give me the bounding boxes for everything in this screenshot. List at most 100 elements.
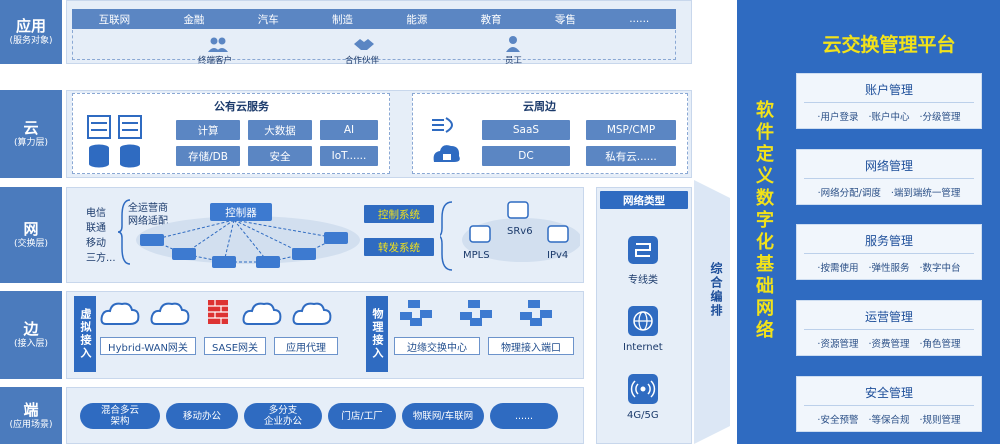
cloud-edge-box: MSP/CMP	[586, 120, 676, 140]
layer-subtitle: (接入层)	[13, 339, 49, 349]
layer-label-edge: 边 (接入层)	[0, 291, 62, 379]
sdn-vertical-label: 软件定义数字化基础网络	[753, 100, 774, 342]
user-type-label: 员工	[505, 56, 523, 66]
layer-title: 应用	[15, 17, 46, 35]
carrier-label: 三方...	[86, 253, 116, 264]
edge-panel	[66, 291, 584, 379]
protocol-label: IPv4	[547, 250, 569, 261]
card-title: 安全管理	[864, 386, 913, 400]
industry-item: 零售	[554, 13, 576, 26]
protocol-label: MPLS	[463, 250, 490, 261]
scene-pill: 物联网/车联网	[402, 403, 484, 429]
cloud-edge-box: DC	[482, 146, 570, 166]
industry-bar: 互联网 金融 汽车 制造 能源 教育 零售 ......	[72, 9, 676, 29]
adapt-label: 网络适配	[128, 216, 168, 227]
cloud-edge-box: 私有云......	[586, 146, 676, 166]
scene-pill: ......	[490, 403, 558, 429]
scene-pill: 混合多云 架构	[80, 403, 160, 429]
industry-item: 制造	[332, 13, 354, 26]
cloud-edge-title: 云周边	[523, 100, 556, 113]
card-item: ·角色管理	[919, 339, 961, 350]
industry-item: 金融	[183, 13, 205, 26]
protocol-diagram	[440, 201, 580, 271]
card-item: ·安全预警	[817, 415, 859, 426]
scene-pill: 门店/工厂	[328, 403, 396, 429]
industry-item: ......	[629, 13, 650, 25]
card-title: 账户管理	[864, 83, 913, 97]
internet-icon	[628, 306, 658, 336]
layer-label-cloud: 云 (算力层)	[0, 90, 62, 178]
cloud-lock-icon	[432, 117, 460, 162]
physical-access-box: 边缘交换中心	[394, 337, 480, 355]
scene-pill: 多分支 企业办公	[244, 403, 322, 429]
layer-title: 端	[23, 400, 39, 419]
network-type-label: 专线类	[628, 275, 658, 286]
virtual-access-label: 虚拟接入	[74, 296, 96, 372]
protocol-label: SRv6	[507, 226, 533, 237]
physical-access-label: 物理接入	[366, 296, 388, 372]
network-management-card: 网络管理 ·网络分配/调度 ·端到端统一管理	[796, 149, 982, 205]
layer-title: 边	[23, 320, 39, 338]
card-item: ·网络分配/调度	[817, 188, 881, 199]
layer-title: 云	[23, 119, 39, 137]
card-item: ·规则管理	[919, 415, 961, 426]
card-item: ·按需使用	[817, 263, 859, 274]
cloud-service-box: IoT......	[320, 146, 378, 166]
adapt-label: 全运营商	[128, 203, 168, 214]
forward-system-box: 转发系统	[364, 238, 434, 256]
layer-label-end: 端 (应用场景)	[0, 387, 62, 444]
card-title: 运营管理	[864, 310, 913, 324]
scene-pill: 移动办公	[166, 403, 238, 429]
handshake-icon	[354, 39, 374, 50]
user-type-label: 终端客户	[198, 56, 233, 66]
card-item: ·资费管理	[868, 339, 910, 350]
platform-title: 云交换管理平台	[822, 34, 956, 56]
layer-subtitle: (应用场景)	[9, 419, 53, 430]
cloud-icons	[100, 300, 332, 325]
layer-subtitle: (算力层)	[13, 138, 49, 148]
card-item: ·分级管理	[919, 112, 961, 123]
layer-subtitle: (服务对象)	[9, 36, 53, 46]
card-item: ·用户登录	[817, 112, 859, 123]
user-type-label: 合作伙伴	[345, 56, 380, 66]
industry-item: 汽车	[257, 13, 279, 26]
virtual-access-box: 应用代理	[274, 337, 338, 355]
card-item: ·等保合规	[868, 415, 910, 426]
carrier-label: 联通	[86, 223, 106, 234]
layer-subtitle: (交换层)	[13, 239, 49, 249]
carrier-bracket	[118, 199, 131, 265]
card-item: ·资源管理	[817, 339, 859, 350]
cloud-service-box: 大数据	[248, 120, 312, 140]
card-title: 网络管理	[864, 159, 913, 173]
virtual-access-box: Hybrid-WAN网关	[100, 337, 196, 355]
users-bracket	[72, 30, 676, 60]
customers-icon	[208, 37, 228, 52]
card-item: ·端到端统一管理	[890, 188, 961, 199]
sdn-topology	[136, 216, 360, 268]
network-type-title: 网络类型	[600, 191, 688, 209]
orchestration-arrow	[694, 180, 730, 444]
cloud-service-box: 存储/DB	[176, 146, 240, 166]
operation-management-card: 运营管理 ·资源管理 ·资费管理 ·角色管理	[796, 300, 982, 356]
industry-item: 能源	[406, 13, 428, 26]
control-system-box: 控制系统	[364, 205, 434, 223]
industry-item: 互联网	[98, 13, 131, 26]
layer-title: 网	[23, 220, 39, 238]
layer-label-net: 网 (交换层)	[0, 187, 62, 283]
controller-box: 控制器	[210, 203, 272, 221]
carrier-label: 电信	[86, 208, 106, 219]
security-management-card: 安全管理 ·安全预警 ·等保合规 ·规则管理	[796, 376, 982, 432]
account-management-card: 账户管理 ·用户登录 ·账户中心 ·分级管理	[796, 73, 982, 129]
card-item: ·弹性服务	[868, 263, 910, 274]
network-type-label: Internet	[623, 342, 663, 353]
edge-node-icons	[400, 300, 552, 326]
service-management-card: 服务管理 ·按需使用 ·弹性服务 ·数字中台	[796, 224, 982, 280]
orchestration-label: 综合编排	[709, 262, 723, 318]
employee-icon	[506, 36, 520, 52]
card-item: ·账户中心	[868, 112, 910, 123]
leased-line-icon	[628, 236, 658, 264]
layer-label-app: 应用 (服务对象)	[0, 0, 62, 64]
cloud-service-box: 安全	[248, 146, 312, 166]
physical-access-box: 物理接入端口	[488, 337, 574, 355]
public-cloud-title: 公有云服务	[214, 100, 269, 113]
